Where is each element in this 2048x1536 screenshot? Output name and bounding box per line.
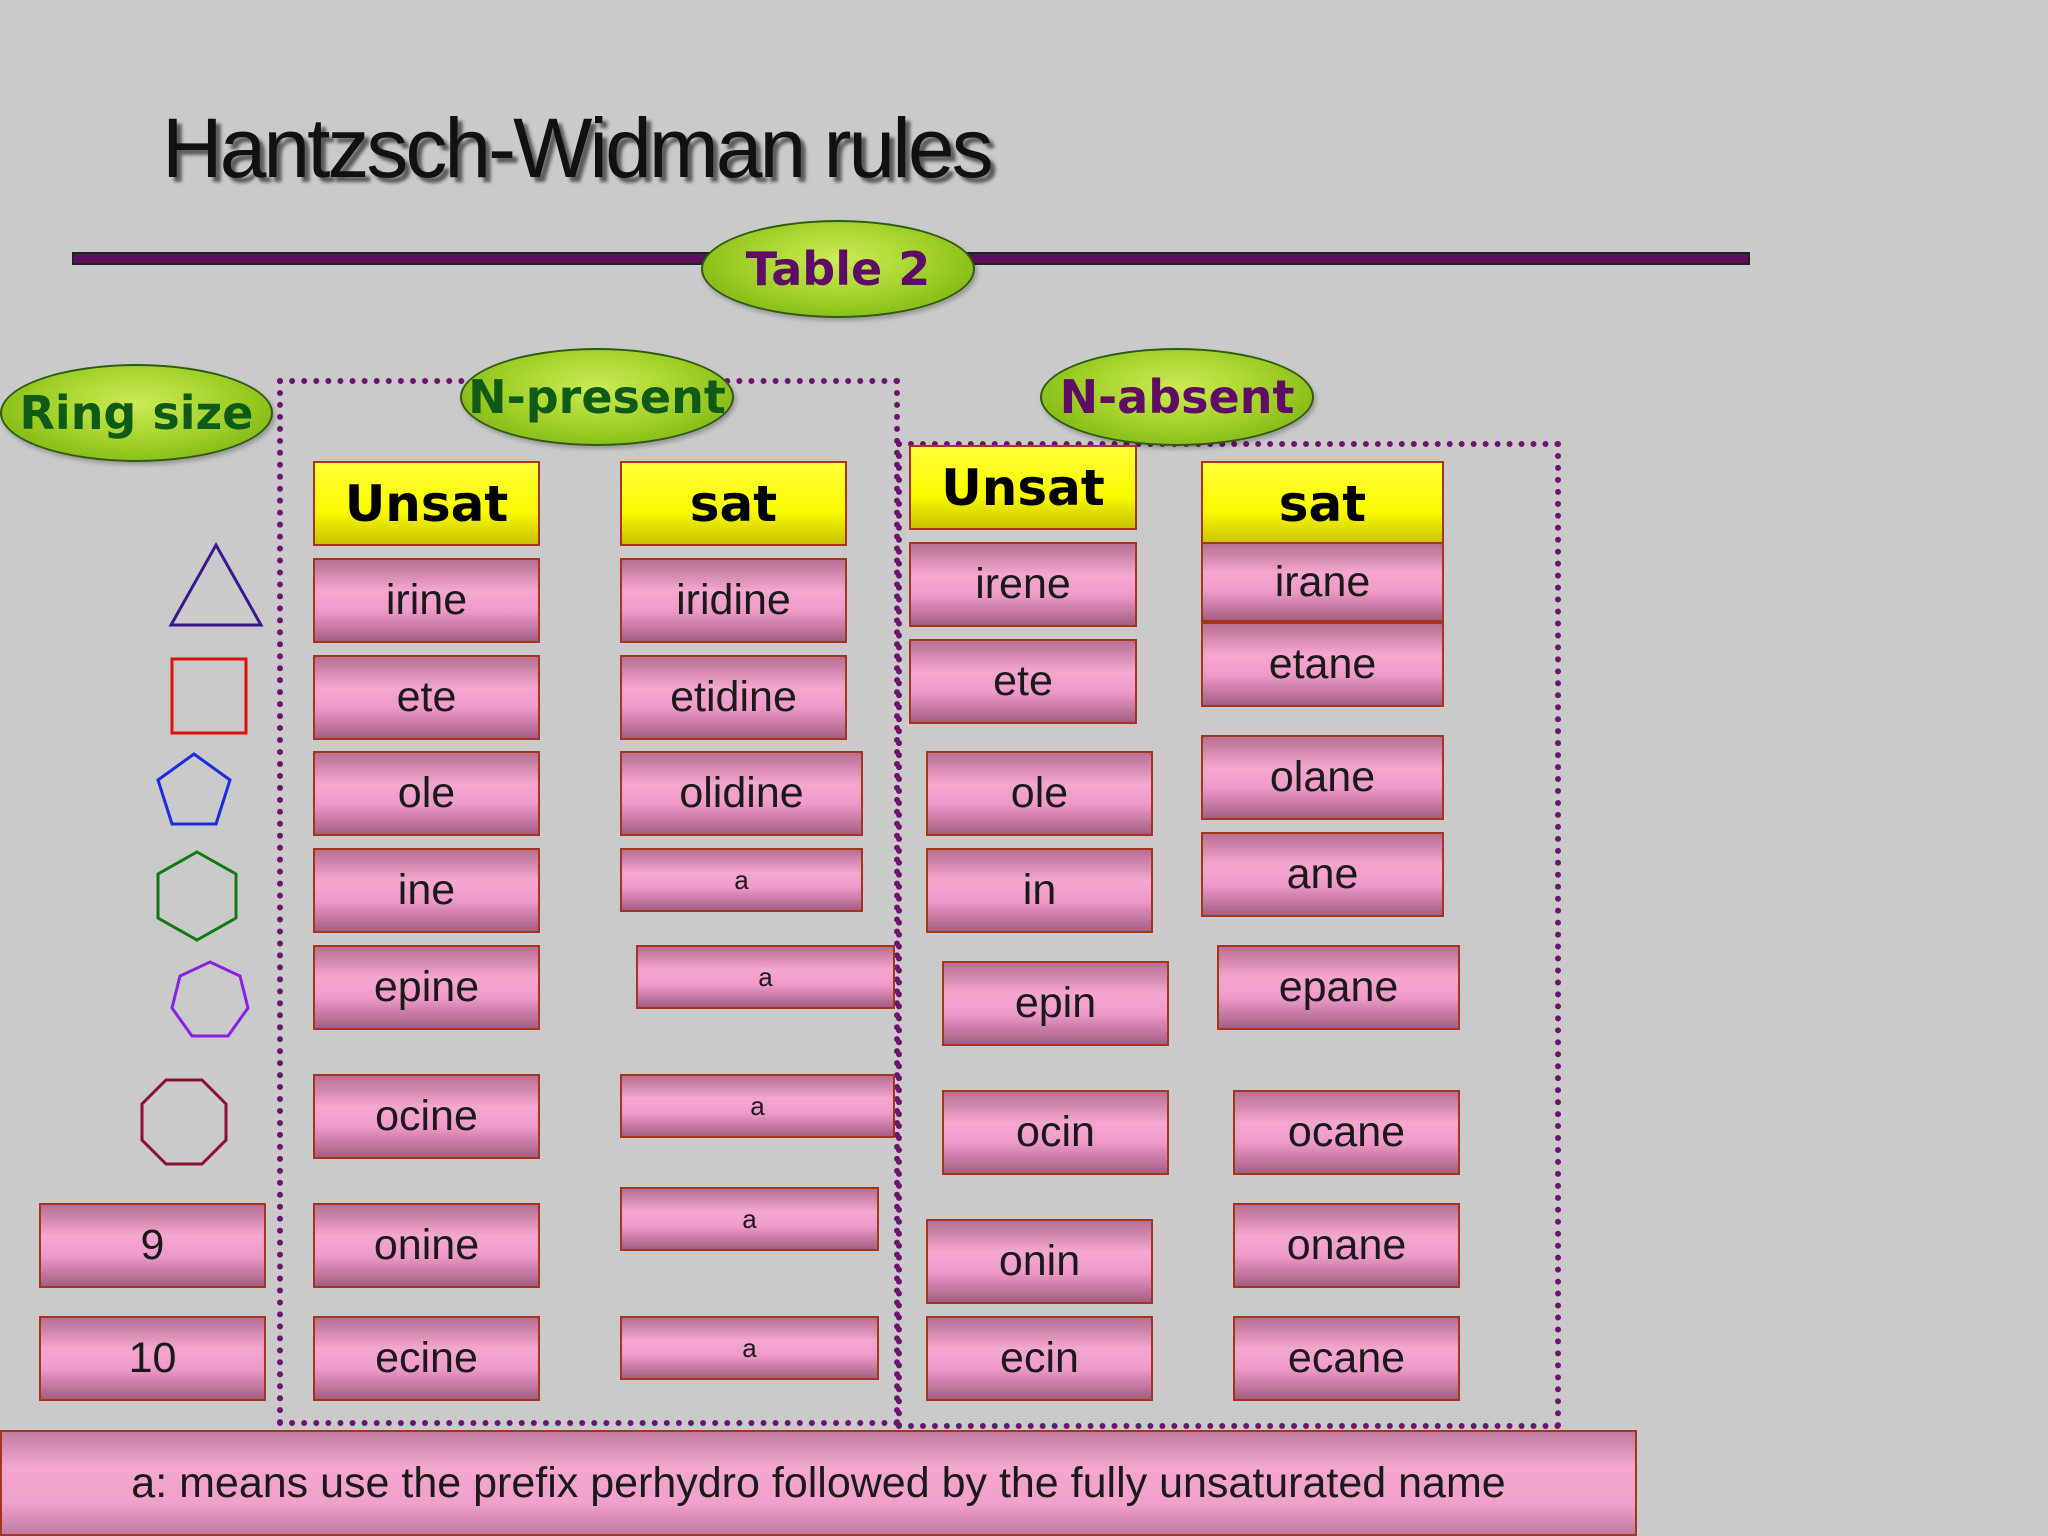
slide-title: Hantzsch-Widman rules (162, 101, 994, 195)
na-unsat-3: irene (909, 542, 1137, 627)
hexagon-icon (156, 850, 238, 942)
triangle-icon (168, 541, 264, 627)
na-sat-6: ane (1201, 832, 1444, 917)
table-label-oval: Table 2 (701, 220, 975, 318)
square-icon (170, 657, 248, 735)
np-sat-6: a (620, 848, 863, 912)
ring-size-10: 10 (39, 1316, 266, 1401)
na-sat-4: etane (1201, 622, 1444, 707)
pentagon-icon (156, 752, 232, 826)
na-sat-5: olane (1201, 735, 1444, 820)
ring-size-9: 9 (39, 1203, 266, 1288)
na-sat-3: irane (1201, 542, 1444, 622)
header-na-sat: sat (1201, 461, 1444, 546)
na-sat-7: epane (1217, 945, 1460, 1030)
header-np-sat: sat (620, 461, 847, 546)
na-unsat-10: ecin (926, 1316, 1153, 1401)
na-unsat-4: ete (909, 639, 1137, 724)
np-unsat-4: ete (313, 655, 540, 740)
header-na-unsat: Unsat (909, 445, 1137, 530)
n-absent-frame (896, 441, 1561, 1429)
na-sat-8: ocane (1233, 1090, 1460, 1175)
np-unsat-9: onine (313, 1203, 540, 1288)
np-unsat-3: irine (313, 558, 540, 643)
np-unsat-6: ine (313, 848, 540, 933)
n-absent-oval: N-absent (1040, 348, 1314, 446)
na-sat-9: onane (1233, 1203, 1460, 1288)
np-unsat-7: epine (313, 945, 540, 1030)
na-unsat-7: epin (942, 961, 1169, 1046)
np-sat-4: etidine (620, 655, 847, 740)
octagon-icon (140, 1078, 228, 1166)
np-sat-9: a (620, 1187, 879, 1251)
np-sat-10: a (620, 1316, 879, 1380)
np-sat-8: a (620, 1074, 895, 1138)
np-unsat-10: ecine (313, 1316, 540, 1401)
header-np-unsat: Unsat (313, 461, 540, 546)
na-unsat-6: in (926, 848, 1153, 933)
np-sat-5: olidine (620, 751, 863, 836)
na-unsat-5: ole (926, 751, 1153, 836)
na-unsat-9: onin (926, 1219, 1153, 1304)
np-sat-7: a (636, 945, 895, 1009)
na-sat-10: ecane (1233, 1316, 1460, 1401)
n-present-oval: N-present (460, 348, 734, 446)
np-sat-3: iridine (620, 558, 847, 643)
na-unsat-8: ocin (942, 1090, 1169, 1175)
np-unsat-5: ole (313, 751, 540, 836)
footnote: a: means use the prefix perhydro followe… (0, 1430, 1637, 1536)
ring-size-oval: Ring size (0, 364, 273, 462)
np-unsat-8: ocine (313, 1074, 540, 1159)
heptagon-icon (170, 960, 250, 1038)
